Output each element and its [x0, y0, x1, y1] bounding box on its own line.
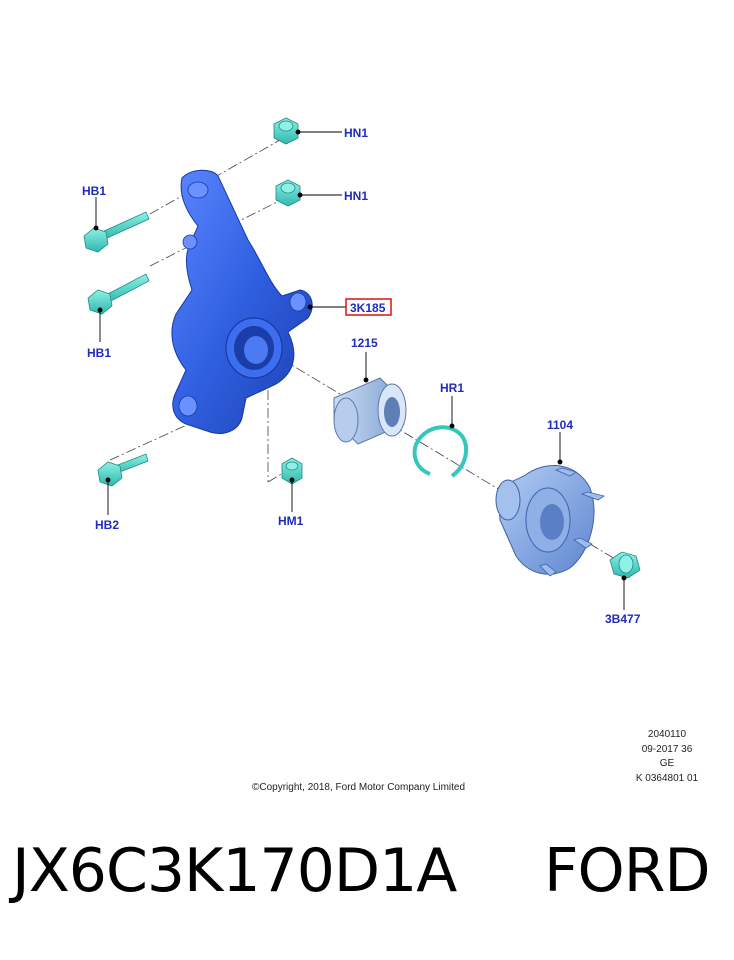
wheel-bearing: [333, 377, 407, 445]
hn1-nut-top: [273, 117, 299, 145]
leader-lines: [93, 129, 627, 610]
callout-bearing: 1215: [351, 336, 378, 350]
reference-line-1: 2040110: [647, 729, 687, 740]
callout-hn1-bottom: HN1: [344, 189, 368, 203]
callout-hb1-top: HB1: [82, 184, 106, 198]
callout-retaining-ring: HR1: [440, 381, 464, 395]
retaining-ring: [412, 425, 469, 478]
reference-line-2: 09-2017 36: [641, 743, 693, 755]
hn1-nut-bottom: [275, 179, 301, 207]
callout-hb1-bottom: HB1: [87, 346, 111, 360]
reference-line-3: GE: [659, 758, 675, 769]
callout-hn1-top: HN1: [344, 126, 368, 140]
reference-line-4: K 0364801 01: [635, 772, 699, 784]
hub-nut: [609, 551, 641, 579]
brand-name: FORD: [544, 836, 711, 906]
hm1-nut: [281, 457, 303, 485]
drawing-reference-block: 2040110 09-2017 36 GE K 0364801 01: [612, 728, 722, 786]
callout-hub-nut: 3B477: [605, 612, 641, 626]
hb2-bolt: [97, 453, 149, 487]
callout-highlight-box: [345, 298, 392, 316]
steering-knuckle: [171, 169, 313, 434]
callout-hm1: HM1: [278, 514, 304, 528]
callout-hub: 1104: [547, 418, 573, 432]
copyright-notice: ©Copyright, 2018, Ford Motor Company Lim…: [252, 782, 466, 793]
wheel-hub: [495, 465, 605, 577]
callout-knuckle: 3K185: [350, 301, 386, 315]
hb1-bolt-top: [83, 211, 150, 253]
hb1-bolt-bottom: [87, 273, 150, 315]
callout-hb2: HB2: [95, 518, 119, 532]
part-number: JX6C3K170D1A: [12, 836, 457, 906]
